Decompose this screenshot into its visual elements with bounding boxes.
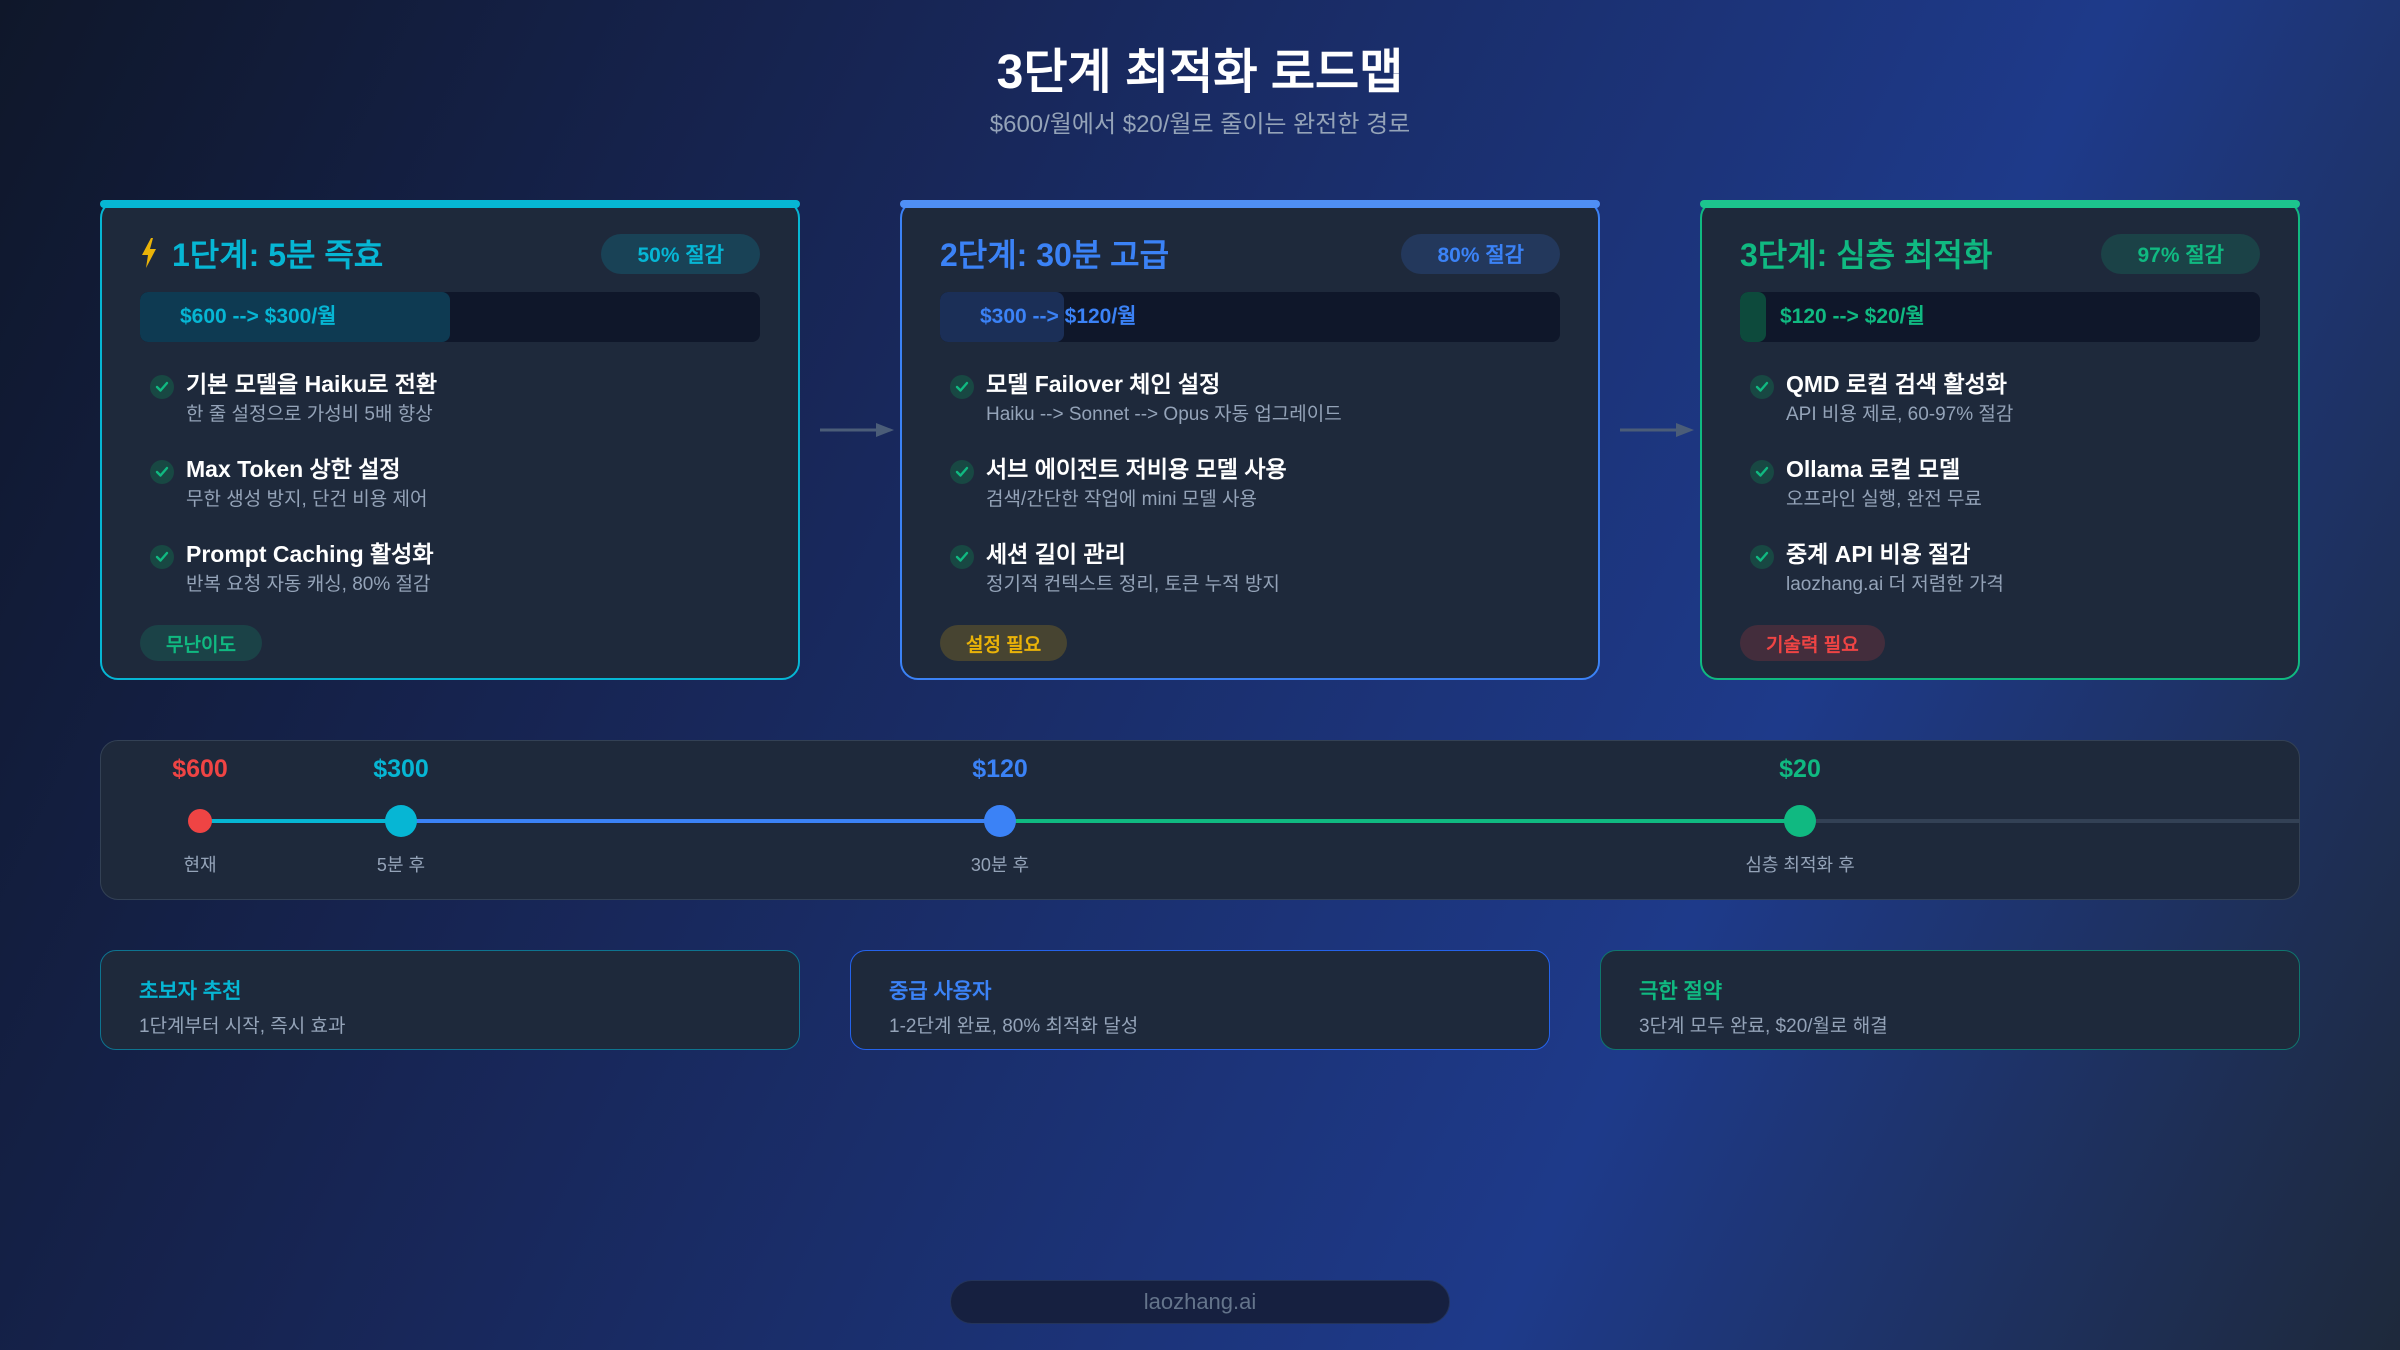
timeline-price: $120: [972, 755, 1028, 783]
checklist-item: 세션 길이 관리 정기적 컨텍스트 정리, 토큰 누적 방지: [950, 537, 1342, 622]
stage-3-title-text: 3단계: 심층 최적화: [1740, 237, 1993, 273]
checklist-item: QMD 로컬 검색 활성화 API 비용 제로, 60-97% 절감: [1750, 367, 2013, 452]
tier-desc: 1-2단계 완료, 80% 최적화 달성: [889, 1016, 1139, 1037]
item-title: Prompt Caching 활성화: [186, 541, 434, 567]
tier-title: 초보자 추천: [139, 980, 242, 1003]
timeline-price: $600: [172, 755, 228, 783]
stage-1-accent-bar: [100, 200, 800, 208]
item-title: 세션 길이 관리: [986, 541, 1126, 567]
timeline-segment-stage-1: [200, 819, 401, 823]
tier-desc: 1단계부터 시작, 즉시 효과: [139, 1016, 346, 1037]
timeline-dot-current: [188, 809, 212, 833]
arrow-right-icon: [1620, 423, 1694, 437]
check-icon: [1750, 375, 1774, 399]
stage-2-title-text: 2단계: 30분 고급: [940, 237, 1170, 273]
item-title: Max Token 상한 설정: [186, 456, 401, 482]
stage-3-accent-bar: [1700, 200, 2300, 208]
tier-title: 극한 절약: [1639, 980, 1723, 1003]
page-title: 3단계 최적화 로드맵: [996, 46, 1404, 99]
tier-intermediate: 중급 사용자 1-2단계 완료, 80% 최적화 달성: [850, 950, 1550, 1050]
item-title: Ollama 로컬 모델: [1786, 456, 1961, 482]
stage-3-card: 3단계: 심층 최적화 97% 절감 $120 --> $20/월 QMD 로컬…: [1700, 200, 2300, 680]
stage-2-savings-badge: 80% 절감: [1401, 234, 1560, 274]
item-desc: 정기적 컨텍스트 정리, 토큰 누적 방지: [986, 574, 1280, 595]
timeline-label: 30분 후: [970, 855, 1030, 875]
stage-2-card: 2단계: 30분 고급 80% 절감 $300 --> $120/월 모델 Fa…: [900, 200, 1600, 680]
item-desc: 무한 생성 방지, 단건 비용 제어: [186, 489, 428, 510]
stage-2-title: 2단계: 30분 고급: [940, 230, 1169, 276]
item-desc: Haiku --> Sonnet --> Opus 자동 업그레이드: [986, 404, 1342, 425]
check-icon: [150, 545, 174, 569]
item-desc: 반복 요청 자동 캐싱, 80% 절감: [186, 574, 431, 595]
item-title: 서브 에이전트 저비용 모델 사용: [986, 456, 1287, 482]
tier-desc: 3단계 모두 완료, $20/월로 해결: [1639, 1016, 1888, 1037]
stage-2-progress-label: $300 --> $120/월: [980, 305, 1137, 328]
item-desc: laozhang.ai 더 저렴한 가격: [1786, 574, 2004, 595]
stage-1-title-text: 1단계: 5분 즉효: [172, 237, 384, 273]
check-icon: [1750, 460, 1774, 484]
check-icon: [950, 460, 974, 484]
stage-1-checklist: 기본 모델을 Haiku로 전환 한 줄 설정으로 가성비 5배 향상 Max …: [150, 367, 437, 622]
timeline-price: $300: [373, 755, 429, 783]
timeline-label: 심층 최적화 후: [1745, 855, 1855, 875]
checklist-item: 모델 Failover 체인 설정 Haiku --> Sonnet --> O…: [950, 367, 1342, 452]
stage-2-progress-bar: $300 --> $120/월: [940, 292, 1560, 342]
stage-3-progress-fill: [1740, 292, 1766, 342]
timeline-dot-stage-1: [385, 805, 417, 837]
check-icon: [950, 375, 974, 399]
item-desc: 한 줄 설정으로 가성비 5배 향상: [186, 404, 433, 425]
timeline-price: $20: [1779, 755, 1821, 783]
checklist-item: 중계 API 비용 절감 laozhang.ai 더 저렴한 가격: [1750, 537, 2013, 622]
stage-3-difficulty-badge: 기술력 필요: [1740, 625, 1885, 661]
timeline-segment-stage-2: [401, 819, 1000, 823]
check-icon: [950, 545, 974, 569]
check-icon: [1750, 545, 1774, 569]
item-title: 모델 Failover 체인 설정: [986, 371, 1221, 397]
tier-beginner: 초보자 추천 1단계부터 시작, 즉시 효과: [100, 950, 800, 1050]
stage-1-title: 1단계: 5분 즉효: [140, 230, 383, 276]
arrow-right-icon: [820, 423, 894, 437]
check-icon: [150, 375, 174, 399]
timeline-dot-stage-2: [984, 805, 1016, 837]
stage-2-progress-fill: [940, 292, 1064, 342]
stage-2-difficulty-badge: 설정 필요: [940, 625, 1068, 661]
stage-3-progress-label: $120 --> $20/월: [1780, 305, 1925, 328]
timeline-dot-stage-3: [1784, 805, 1816, 837]
checklist-item: Ollama 로컬 모델 오프라인 실행, 완전 무료: [1750, 452, 2013, 537]
tier-title: 중급 사용자: [889, 980, 992, 1003]
checklist-item: Max Token 상한 설정 무한 생성 방지, 단건 비용 제어: [150, 452, 437, 537]
page-subtitle: $600/월에서 $20/월로 줄이는 완전한 경로: [989, 111, 1411, 138]
timeline-label: 5분 후: [376, 855, 426, 875]
timeline-label: 현재: [183, 855, 217, 875]
item-title: 중계 API 비용 절감: [1786, 541, 1971, 567]
stage-3-progress-bar: $120 --> $20/월: [1740, 292, 2260, 342]
item-desc: 검색/간단한 작업에 mini 모델 사용: [986, 489, 1257, 510]
tier-extreme: 극한 절약 3단계 모두 완료, $20/월로 해결: [1600, 950, 2300, 1050]
stage-1-savings-badge: 50% 절감: [601, 234, 760, 274]
checklist-item: 기본 모델을 Haiku로 전환 한 줄 설정으로 가성비 5배 향상: [150, 367, 437, 452]
stage-1-progress-bar: $600 --> $300/월: [140, 292, 760, 342]
item-title: QMD 로컬 검색 활성화: [1786, 371, 2007, 397]
item-title: 기본 모델을 Haiku로 전환: [186, 371, 438, 397]
stage-3-savings-badge: 97% 절감: [2101, 234, 2260, 274]
stage-1-progress-label: $600 --> $300/월: [180, 305, 337, 328]
stage-2-accent-bar: [900, 200, 1600, 208]
stage-1-difficulty-badge: 무난이도: [140, 625, 262, 661]
timeline-segment-stage-3: [1000, 819, 1800, 823]
stage-1-progress-fill: [140, 292, 450, 342]
lightning-bolt-icon: [142, 238, 156, 268]
checklist-item: 서브 에이전트 저비용 모델 사용 검색/간단한 작업에 mini 모델 사용: [950, 452, 1342, 537]
stage-2-checklist: 모델 Failover 체인 설정 Haiku --> Sonnet --> O…: [950, 367, 1342, 622]
item-desc: 오프라인 실행, 완전 무료: [1786, 489, 1982, 510]
footer-brand: laozhang.ai: [950, 1280, 1450, 1324]
checklist-item: Prompt Caching 활성화 반복 요청 자동 캐싱, 80% 절감: [150, 537, 437, 622]
stage-3-title: 3단계: 심층 최적화: [1740, 230, 1992, 276]
cost-timeline: $600 $300 $120 $20 현재 5분 후 30분 후 심층 최적화 …: [100, 740, 2300, 900]
stage-3-checklist: QMD 로컬 검색 활성화 API 비용 제로, 60-97% 절감 Ollam…: [1750, 367, 2013, 622]
check-icon: [150, 460, 174, 484]
item-desc: API 비용 제로, 60-97% 절감: [1786, 404, 2014, 425]
stage-1-card: 1단계: 5분 즉효 50% 절감 $600 --> $300/월 기본 모델을…: [100, 200, 800, 680]
